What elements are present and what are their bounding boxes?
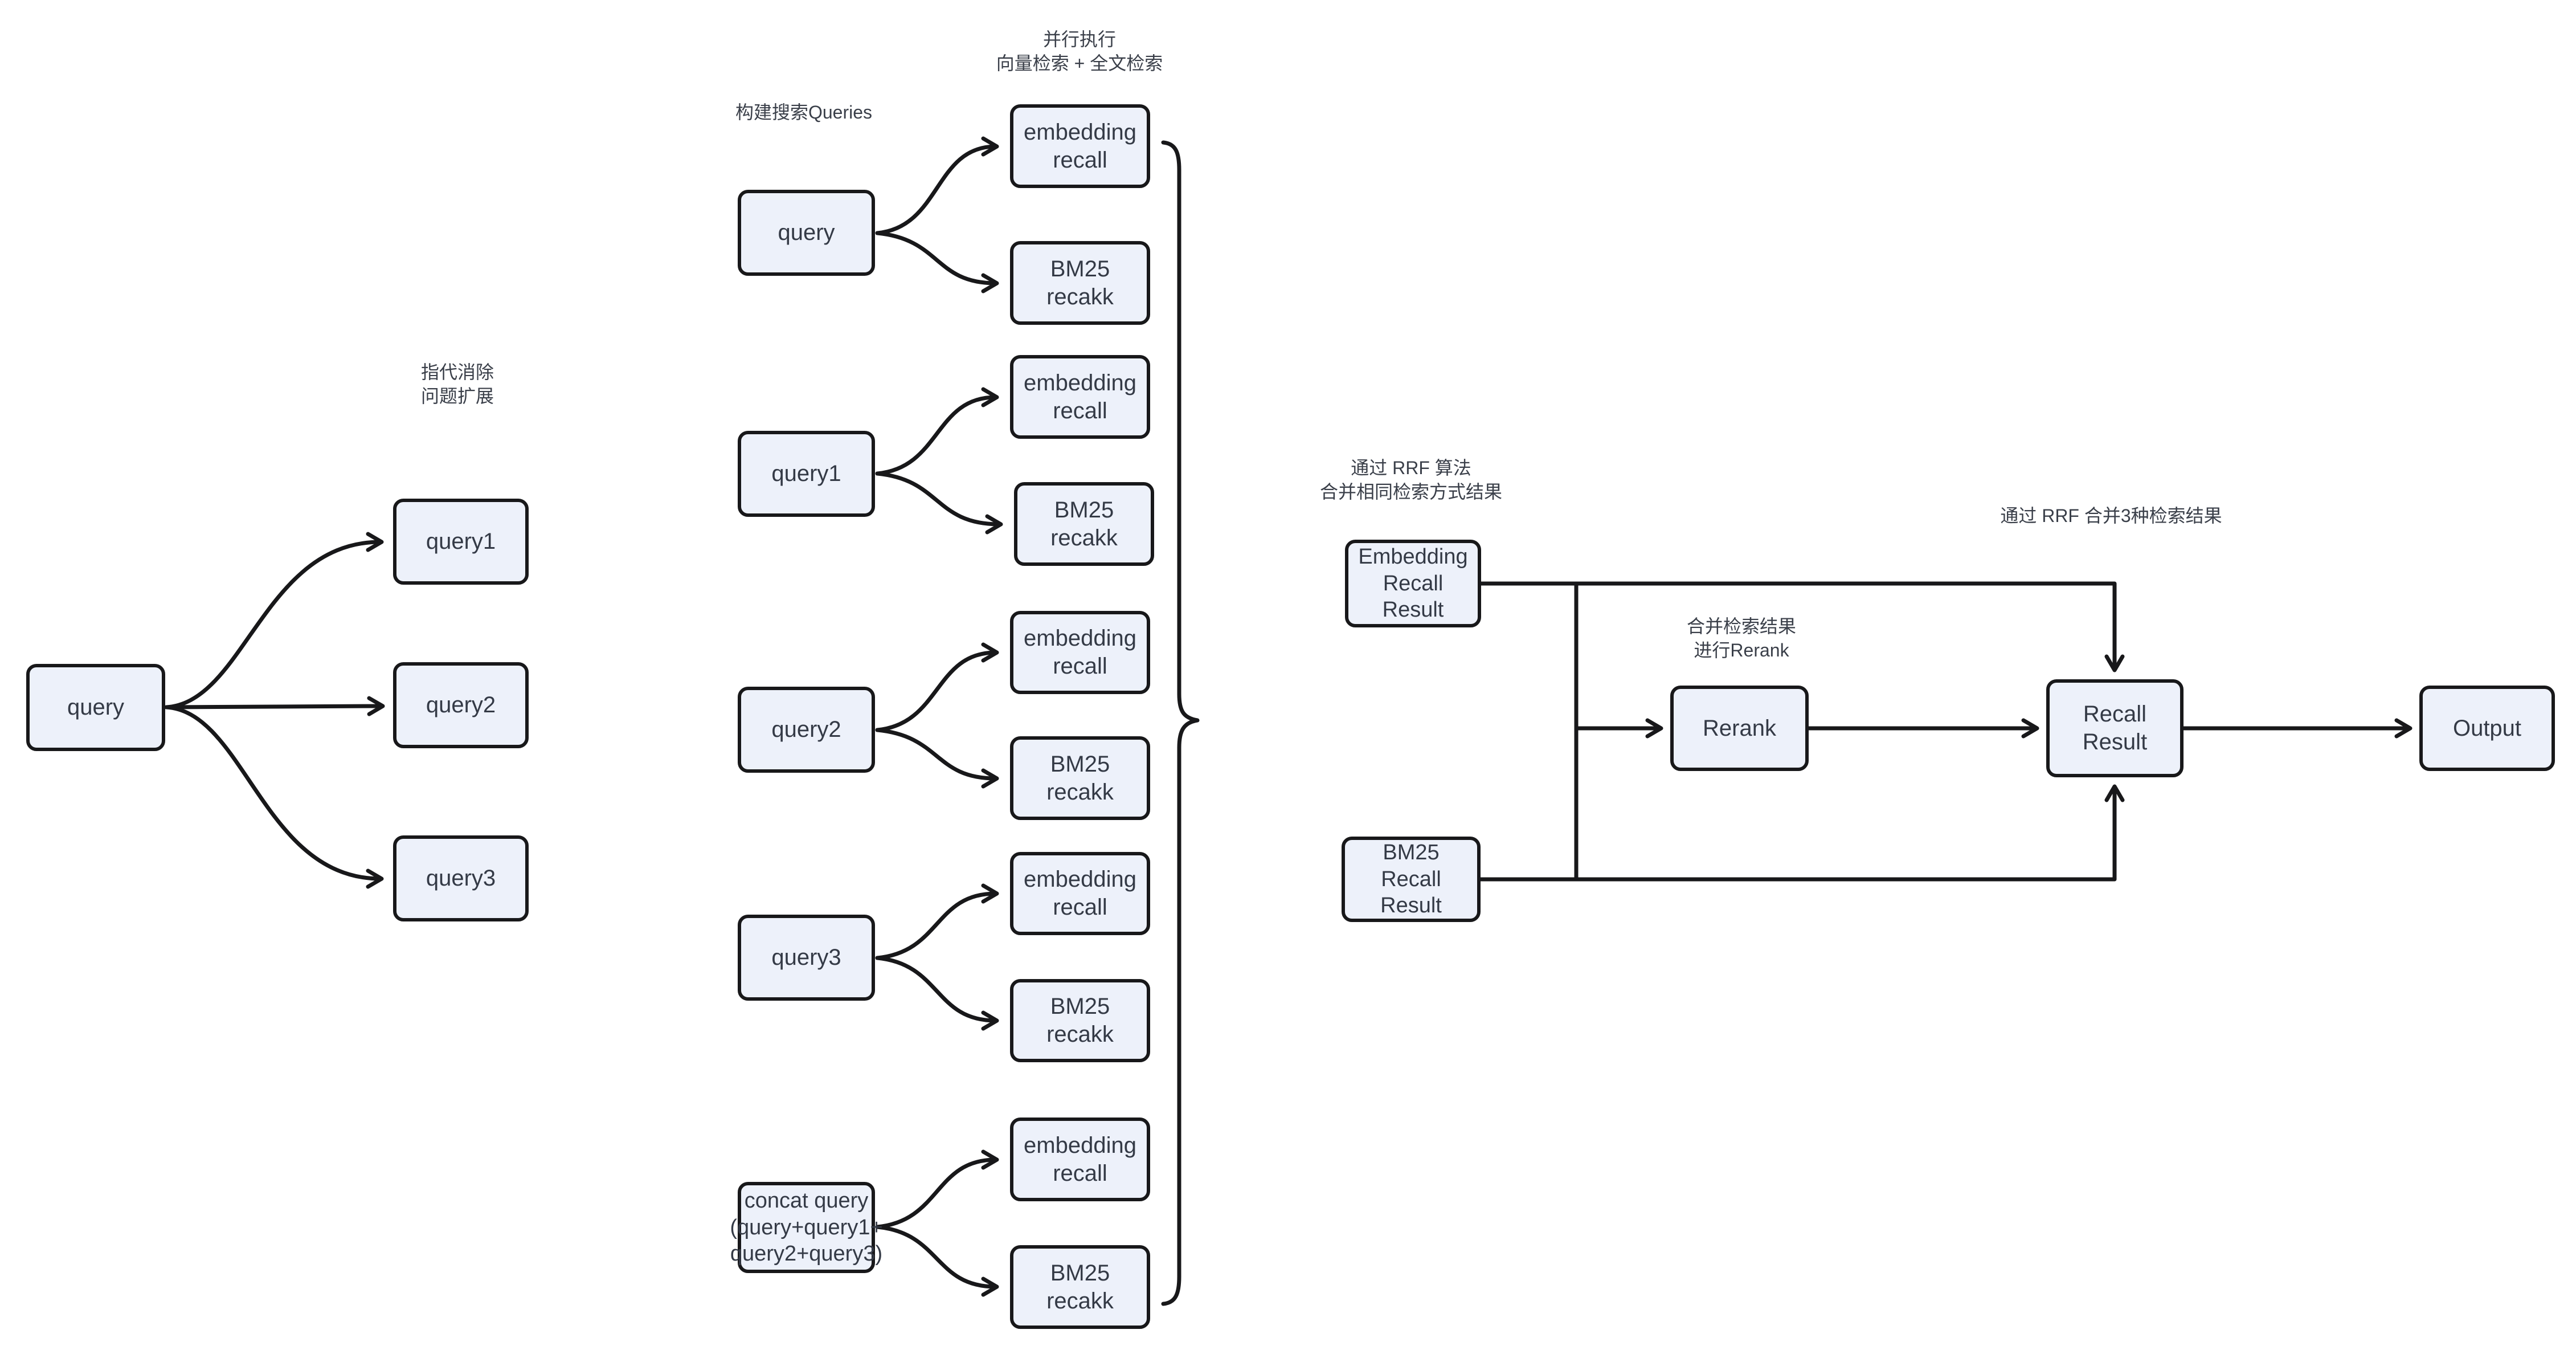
label-rrf-merge-same[interactable]: 通过 RRF 算法 合并相同检索方式结果 [1319,458,1503,502]
node-query3-expanded[interactable]: query3 [393,835,529,921]
node-bm25-recall-4[interactable]: BM25 recakk [1010,979,1150,1062]
edge-q2-to-bm25-3 [875,728,999,789]
node-embedding-recall-3[interactable]: embedding recall [1010,611,1150,694]
node-query2-search[interactable]: query2 [738,687,875,773]
label-coref-expand[interactable]: 指代消除 问题扩展 [420,362,494,406]
node-concat-query[interactable]: concat query (query+query1+ query2+query… [730,1182,883,1273]
label-rrf-merge-three[interactable]: 通过 RRF 合并3种检索结果 [2000,505,2222,526]
node-recall-result[interactable]: Recall Result [2046,679,2184,777]
node-embedding-recall-4[interactable]: embedding recall [1010,852,1150,935]
edge-q1-to-embedding2 [875,387,999,476]
edge-q-to-bm25-1 [875,231,999,293]
node-rerank[interactable]: Rerank [1670,686,1809,771]
node-bm25-recall-result[interactable]: BM25 Recall Result [1342,837,1481,922]
node-bm25-recall-3[interactable]: BM25 recakk [1010,736,1150,820]
label-parallel-exec[interactable]: 并行执行 向量检索 + 全文检索 [996,29,1163,74]
node-query-root[interactable]: query [26,664,165,751]
edge-q3-to-embedding4 [875,883,999,960]
node-embedding-recall-result[interactable]: Embedding Recall Result [1345,540,1481,627]
edge-concat-to-bm25-5 [875,1225,999,1297]
edge-query-to-query3 [164,705,384,889]
node-query1-search[interactable]: query1 [738,431,875,517]
edge-embres-to-recallresult-top [1479,581,2125,672]
edge-query-to-query2 [164,696,385,716]
node-embedding-recall-5[interactable]: embedding recall [1010,1118,1150,1201]
node-output[interactable]: Output [2419,686,2555,771]
node-query-search[interactable]: query [738,190,875,276]
node-query2-expanded[interactable]: query2 [393,662,529,748]
node-query1-expanded[interactable]: query1 [393,499,529,585]
edge-q2-to-embedding3 [875,642,999,732]
edge-bm25res-to-recallresult-bottom [1478,784,2125,882]
node-query3-search[interactable]: query3 [738,915,875,1001]
node-bm25-recall-1[interactable]: BM25 recakk [1010,241,1150,325]
edge-q1-to-bm25-2 [875,471,1003,535]
node-embedding-recall-2[interactable]: embedding recall [1010,355,1150,439]
edge-concat-to-embedding5 [875,1149,999,1229]
label-merge-rerank[interactable]: 合并检索结果 进行Rerank [1686,616,1797,660]
edge-q3-to-bm25-4 [875,956,999,1031]
label-build-queries[interactable]: 构建搜索Queries [735,102,873,123]
node-embedding-recall-1[interactable]: embedding recall [1010,104,1150,188]
brace-group-recalls [1161,140,1200,1306]
node-bm25-recall-5[interactable]: BM25 recakk [1010,1245,1150,1329]
edge-q-to-embedding1 [875,136,999,235]
edge-query-to-query1 [164,532,384,709]
node-bm25-recall-2[interactable]: BM25 recakk [1014,482,1154,566]
